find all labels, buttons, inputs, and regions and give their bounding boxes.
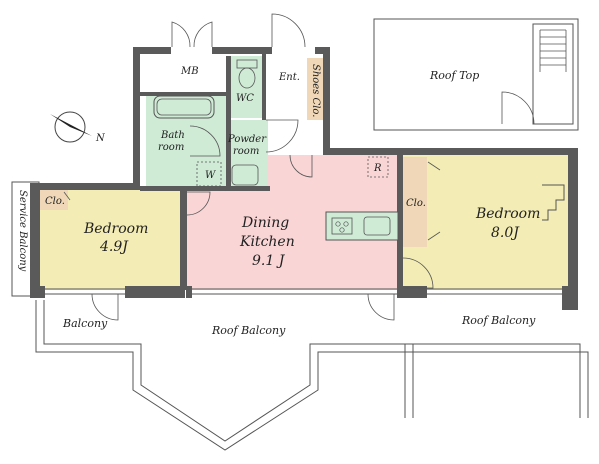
bedroom-right-name: Bedroom	[475, 206, 540, 222]
compass-needle-icon	[50, 114, 92, 136]
balcony-outline	[35, 300, 589, 451]
dining-label-1: Dining	[241, 215, 289, 231]
closet-right	[403, 157, 427, 247]
bath-label-1: Bath	[160, 130, 185, 141]
windows	[45, 288, 562, 295]
entrance-label: Ent.	[278, 72, 300, 83]
bedroom-left-name: Bedroom	[83, 221, 148, 237]
service-balcony-label: Service Balcony	[17, 190, 28, 272]
bedroom-left-size: 4.9J	[99, 239, 129, 255]
washer-space	[196, 161, 222, 187]
dining-size: 9.1 J	[252, 253, 286, 269]
powder-room	[226, 120, 268, 188]
roof-balcony-center-label: Roof Balcony	[211, 324, 286, 337]
powder-label-2: room	[233, 146, 259, 157]
shoes-closet-label: Shoes Clo.	[310, 64, 321, 117]
bedroom-right-size: 8.0J	[491, 225, 520, 241]
roof-top-label: Roof Top	[429, 69, 479, 82]
closet-left-label: Clo.	[45, 196, 65, 207]
closet-right-label: Clo.	[406, 198, 426, 209]
compass: N	[50, 111, 106, 144]
fridge-label: R	[373, 163, 382, 174]
toilet-bowl	[238, 67, 256, 89]
closet-left	[40, 190, 68, 210]
roof-top-area	[373, 18, 579, 131]
bedroom-right	[403, 153, 575, 290]
compass-label: N	[95, 133, 106, 144]
stove	[331, 217, 353, 235]
walls	[30, 47, 578, 310]
kitchen-sink	[363, 216, 391, 236]
mb-label: MB	[180, 66, 199, 77]
bath-label-2: room	[158, 142, 184, 153]
shoes-closet	[307, 58, 325, 120]
washer-label: W	[205, 170, 216, 181]
fixtures	[63, 59, 565, 241]
attic-ladder	[542, 184, 565, 221]
roof-stair	[532, 23, 574, 125]
powder-sink	[231, 164, 259, 186]
roof-balcony-right-label: Roof Balcony	[461, 314, 536, 327]
room-labels: MB WC Ent. Shoes Clo. Bath room Powder r…	[17, 64, 540, 337]
balcony-label: Balcony	[62, 317, 108, 330]
bathtub	[153, 95, 215, 119]
door-swings	[91, 13, 434, 321]
fridge-space	[367, 156, 389, 178]
wc-label: WC	[236, 93, 254, 104]
roof-door-swing	[501, 91, 535, 125]
powder-label-1: Powder	[227, 134, 267, 145]
dining-label-2: Kitchen	[239, 234, 295, 250]
